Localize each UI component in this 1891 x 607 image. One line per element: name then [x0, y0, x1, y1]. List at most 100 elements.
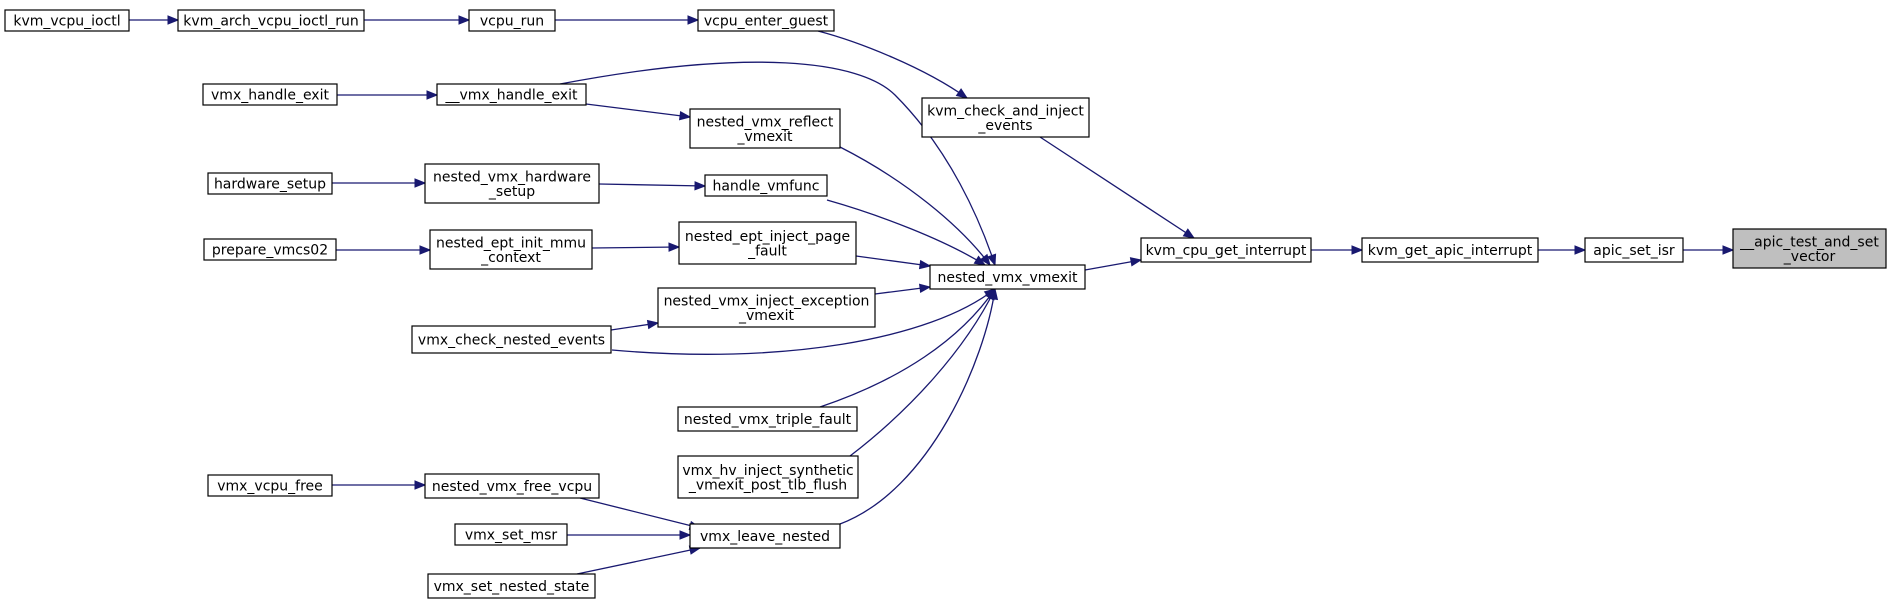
node-apic-test-and-set-vector[interactable]: __apic_test_and_set_vector	[1732, 228, 1887, 269]
edge-nested-vmx-inject-exception-vmexit-to-nested-vmx-vmexit	[874, 283, 932, 295]
edge-kvm-cpu-get-interrupt-to-kvm-get-apic-interrupt	[1311, 245, 1364, 255]
node-label: vmx_set_nested_state	[434, 579, 590, 595]
node-nested-vmx-inject-exception-vmexit[interactable]: nested_vmx_inject_exception_vmexit	[657, 287, 876, 328]
edge-line	[1039, 136, 1195, 239]
node-label: vcpu_enter_guest	[704, 14, 829, 30]
node-vmx-handle-exit[interactable]: __vmx_handle_exit	[436, 83, 587, 106]
node-label: _context	[480, 250, 541, 266]
edge-nested-ept-init-mmu-context-to-nested-ept-inject-page-fault	[591, 242, 681, 252]
node-vmx-leave-nested[interactable]: vmx_leave_nested	[689, 523, 841, 549]
node-vcpu-enter-guest[interactable]: vcpu_enter_guest	[697, 9, 835, 32]
node-box	[657, 287, 876, 328]
arrowhead-icon	[1351, 245, 1364, 255]
edge-hardware-setup-to-nested-vmx-hardware-setup	[332, 178, 427, 188]
node-handle-vmfunc[interactable]: handle_vmfunc	[704, 174, 828, 197]
node-prepare-vmcs02[interactable]: prepare_vmcs02	[203, 238, 337, 261]
node-box	[929, 264, 1086, 290]
arrowhead-icon	[458, 15, 471, 25]
node-nested-vmx-free-vcpu[interactable]: nested_vmx_free_vcpu	[424, 473, 600, 499]
node-kvm-arch-vcpu-ioctl-run[interactable]: kvm_arch_vcpu_ioctl_run	[177, 9, 365, 32]
node-box	[424, 473, 600, 499]
arrowhead-icon	[988, 287, 999, 301]
node-box	[1361, 237, 1539, 263]
arrowhead-icon	[694, 181, 707, 191]
arrowhead-icon	[955, 88, 969, 99]
node-label: prepare_vmcs02	[212, 243, 328, 259]
node-label: vcpu_run	[480, 14, 544, 30]
node-kvm-get-apic-interrupt[interactable]: kvm_get_apic_interrupt	[1361, 237, 1539, 263]
node-nested-ept-init-mmu-context[interactable]: nested_ept_init_mmu_context	[429, 229, 593, 270]
edges-layer	[129, 15, 1735, 575]
edge-vcpu-run-to-vcpu-enter-guest	[555, 15, 700, 25]
node-label: vmx_vcpu_free	[217, 479, 323, 495]
node-nested-vmx-triple-fault[interactable]: nested_vmx_triple_fault	[677, 406, 858, 432]
arrowhead-icon	[979, 253, 991, 267]
node-apic-set-isr[interactable]: apic_set_isr	[1584, 237, 1684, 263]
node-nested-vmx-hardware-setup[interactable]: nested_vmx_hardware_setup	[424, 163, 600, 204]
node-vmx-handle-exit[interactable]: vmx_handle_exit	[202, 83, 338, 106]
node-box	[436, 83, 587, 106]
arrowhead-icon	[414, 480, 427, 490]
arrowhead-icon	[668, 242, 681, 252]
edge-kvm-vcpu-ioctl-to-kvm-arch-vcpu-ioctl-run	[129, 15, 180, 25]
node-label: nested_vmx_reflect	[697, 114, 834, 130]
edge-line	[579, 497, 701, 529]
node-box	[207, 474, 333, 497]
node-nested-vmx-reflect-vmexit[interactable]: nested_vmx_reflect_vmexit	[689, 108, 841, 149]
arrowhead-icon	[426, 90, 439, 100]
arrowhead-icon	[918, 283, 932, 294]
edge-line	[855, 255, 931, 267]
node-vmx-set-nested-state[interactable]: vmx_set_nested_state	[427, 573, 596, 599]
edge-vmx-vcpu-free-to-nested-vmx-free-vcpu	[332, 480, 427, 490]
node-kvm-cpu-get-interrupt[interactable]: kvm_cpu_get_interrupt	[1140, 237, 1312, 263]
edge-nested-vmx-hardware-setup-to-handle-vmfunc	[598, 181, 707, 191]
node-kvm-vcpu-ioctl[interactable]: kvm_vcpu_ioctl	[4, 9, 130, 32]
node-vmx-hv-inject-synthetic-vmexit-post-tlb-flush[interactable]: vmx_hv_inject_synthetic_vmexit_post_tlb_…	[677, 455, 859, 499]
edge-kvm-arch-vcpu-ioctl-run-to-vcpu-run	[364, 15, 471, 25]
node-label: _setup	[488, 184, 535, 200]
node-vmx-check-nested-events[interactable]: vmx_check_nested_events	[411, 325, 612, 354]
node-nested-ept-inject-page-fault[interactable]: nested_ept_inject_page_fault	[678, 221, 857, 265]
edge-prepare-vmcs02-to-nested-ept-init-mmu-context	[336, 245, 432, 255]
node-box	[468, 9, 556, 32]
nodes-layer: kvm_vcpu_ioctl kvm_arch_vcpu_ioctl_run vcp…	[4, 9, 1887, 599]
node-box	[677, 455, 859, 499]
arrowhead-icon	[679, 530, 692, 540]
node-box	[677, 406, 858, 432]
arrowhead-icon	[1129, 257, 1143, 267]
edge-line	[559, 61, 996, 266]
node-box	[704, 174, 828, 197]
edge-line	[839, 146, 991, 266]
arrowhead-icon	[1722, 245, 1735, 255]
edge-vmx-set-nested-state-to-vmx-leave-nested	[576, 545, 702, 575]
node-box	[697, 9, 835, 32]
edge-line	[611, 288, 996, 355]
node-box	[424, 163, 600, 204]
node-vmx-set-msr[interactable]: vmx_set_msr	[454, 523, 568, 546]
node-label: vmx_set_msr	[465, 528, 558, 544]
node-kvm-check-and-inject-events[interactable]: kvm_check_and_inject_events	[921, 97, 1090, 138]
node-label: nested_vmx_free_vcpu	[432, 479, 592, 495]
arrowhead-icon	[973, 255, 987, 266]
edge-vmx-handle-exit-to-vmx-handle-exit	[337, 90, 439, 100]
node-box	[1584, 237, 1684, 263]
node-hardware-setup[interactable]: hardware_setup	[207, 172, 333, 195]
node-nested-vmx-vmexit[interactable]: nested_vmx_vmexit	[929, 264, 1086, 290]
node-box	[678, 221, 857, 265]
node-label: vmx_leave_nested	[700, 529, 830, 545]
edge-vmx-handle-exit-to-nested-vmx-vmexit	[559, 61, 997, 267]
node-vmx-vcpu-free[interactable]: vmx_vcpu_free	[207, 474, 333, 497]
node-label: _vmexit_post_tlb_flush	[688, 477, 847, 493]
arrowhead-icon	[678, 110, 692, 121]
node-box	[1140, 237, 1312, 263]
node-box	[411, 325, 612, 354]
node-label: __vmx_handle_exit	[445, 88, 578, 104]
arrowhead-icon	[414, 178, 427, 188]
edge-nested-vmx-vmexit-to-kvm-cpu-get-interrupt	[1084, 257, 1143, 271]
node-vcpu-run[interactable]: vcpu_run	[468, 9, 556, 32]
node-label: apic_set_isr	[1593, 243, 1675, 259]
node-label: vmx_hv_inject_synthetic	[682, 463, 853, 479]
node-label: vmx_check_nested_events	[418, 333, 605, 349]
arrowhead-icon	[646, 319, 660, 330]
